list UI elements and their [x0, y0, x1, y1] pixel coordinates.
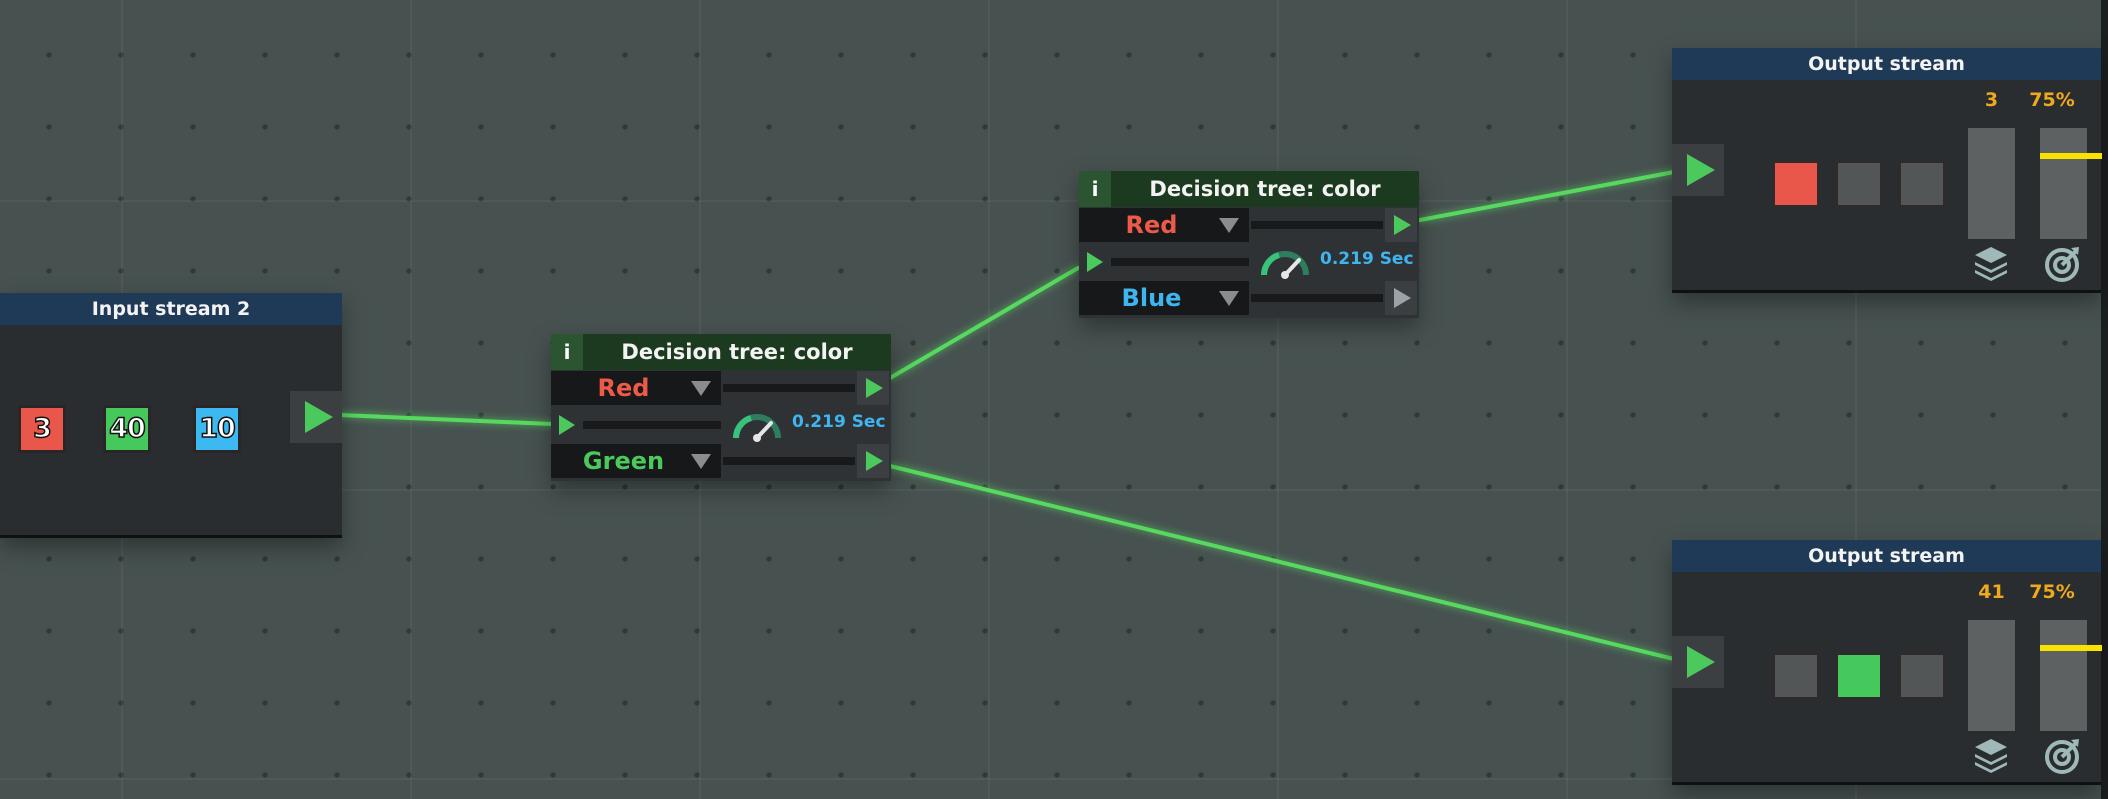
- option-a-label: Red: [1125, 211, 1178, 239]
- chevron-down-icon: [1219, 218, 1239, 233]
- output-slot-1: [1772, 652, 1820, 700]
- node-title: Decision tree: color: [621, 340, 853, 364]
- dropdown-option-a[interactable]: Red: [551, 371, 721, 405]
- chevron-down-icon: [691, 381, 711, 396]
- layers-icon: [1975, 247, 2007, 281]
- speed-label: 0.219 Sec: [1320, 249, 1414, 269]
- play-icon: [559, 415, 575, 435]
- canvas-edge: [2101, 0, 2108, 799]
- rail-b: [1251, 294, 1383, 302]
- count-meter: [1968, 620, 2015, 731]
- decision-tree-node-2[interactable]: i Decision tree: color Red 0.219 Sec Blu…: [1079, 171, 1419, 318]
- output-slot-3: [1898, 652, 1946, 700]
- rail-input: [1111, 258, 1249, 266]
- output-port-b[interactable]: [1385, 281, 1417, 315]
- play-icon: [1687, 154, 1715, 186]
- input-block-3: 10: [193, 405, 241, 453]
- node-header: i Decision tree: color: [551, 334, 891, 370]
- speedometer-icon: [1261, 251, 1309, 279]
- node-title: Output stream: [1672, 540, 2101, 572]
- output-port-b[interactable]: [857, 444, 889, 478]
- input-port[interactable]: [1672, 636, 1724, 688]
- input-port[interactable]: [551, 408, 581, 442]
- layers-icon: [1975, 739, 2007, 773]
- input-port[interactable]: [1672, 144, 1724, 196]
- input-port[interactable]: [1079, 245, 1109, 279]
- percent-label: 75%: [2029, 581, 2075, 603]
- output-slot-3: [1898, 160, 1946, 208]
- wire-input-to-decision-1: [338, 413, 554, 426]
- rail-a: [723, 384, 855, 392]
- output-slot-2: [1835, 652, 1883, 700]
- option-b-label: Blue: [1121, 284, 1182, 312]
- play-icon: [305, 401, 333, 433]
- rail-a: [1251, 221, 1383, 229]
- input-stream-node[interactable]: Input stream 2 3 40 10: [0, 293, 342, 538]
- chevron-down-icon: [691, 454, 711, 469]
- count-meter: [1968, 128, 2015, 239]
- option-b-label: Green: [582, 447, 665, 475]
- play-icon: [1394, 215, 1411, 235]
- play-icon: [1087, 252, 1103, 272]
- play-icon: [1687, 646, 1715, 678]
- threshold-marker[interactable]: [2040, 645, 2102, 651]
- dropdown-option-b[interactable]: Blue: [1079, 281, 1249, 315]
- wire-decision-1-to-output-2: [888, 464, 1676, 661]
- input-block-2: 40: [103, 405, 151, 453]
- output-port[interactable]: [290, 391, 342, 443]
- percent-meter[interactable]: [2040, 128, 2102, 239]
- percent-label: 75%: [2029, 89, 2075, 111]
- decision-tree-node-1[interactable]: i Decision tree: color Red 0.219 Sec Gre…: [551, 334, 891, 481]
- output-stream-node-2[interactable]: Output stream 41 75%: [1672, 540, 2102, 785]
- output-port-a[interactable]: [857, 371, 889, 405]
- rail-input: [583, 421, 721, 429]
- output-slot-2: [1835, 160, 1883, 208]
- threshold-marker[interactable]: [2040, 153, 2102, 159]
- target-icon[interactable]: [2043, 243, 2083, 283]
- wire-decision-2-to-output-1: [1418, 170, 1676, 222]
- node-header: i Decision tree: color: [1079, 171, 1419, 207]
- speedometer-icon: [733, 414, 781, 442]
- count-label: 3: [1984, 89, 1999, 111]
- node-title: Output stream: [1672, 48, 2101, 80]
- wire-decision-1-to-decision-2: [888, 266, 1080, 380]
- info-button[interactable]: i: [551, 334, 583, 370]
- chevron-down-icon: [1219, 291, 1239, 306]
- dropdown-option-b[interactable]: Green: [551, 444, 721, 478]
- info-button[interactable]: i: [1079, 171, 1111, 207]
- output-stream-node-1[interactable]: Output stream 3 75%: [1672, 48, 2102, 293]
- output-port-a[interactable]: [1385, 208, 1417, 242]
- rail-b: [723, 457, 855, 465]
- percent-meter[interactable]: [2040, 620, 2102, 731]
- output-slot-1: [1772, 160, 1820, 208]
- play-icon: [866, 451, 883, 471]
- play-icon: [1394, 288, 1411, 308]
- play-icon: [866, 378, 883, 398]
- count-label: 41: [1978, 581, 2005, 603]
- target-icon[interactable]: [2043, 735, 2083, 775]
- dropdown-option-a[interactable]: Red: [1079, 208, 1249, 242]
- node-title: Input stream 2: [0, 293, 342, 325]
- option-a-label: Red: [597, 374, 650, 402]
- node-title: Decision tree: color: [1149, 177, 1381, 201]
- input-block-1: 3: [18, 405, 66, 453]
- speed-label: 0.219 Sec: [792, 412, 886, 432]
